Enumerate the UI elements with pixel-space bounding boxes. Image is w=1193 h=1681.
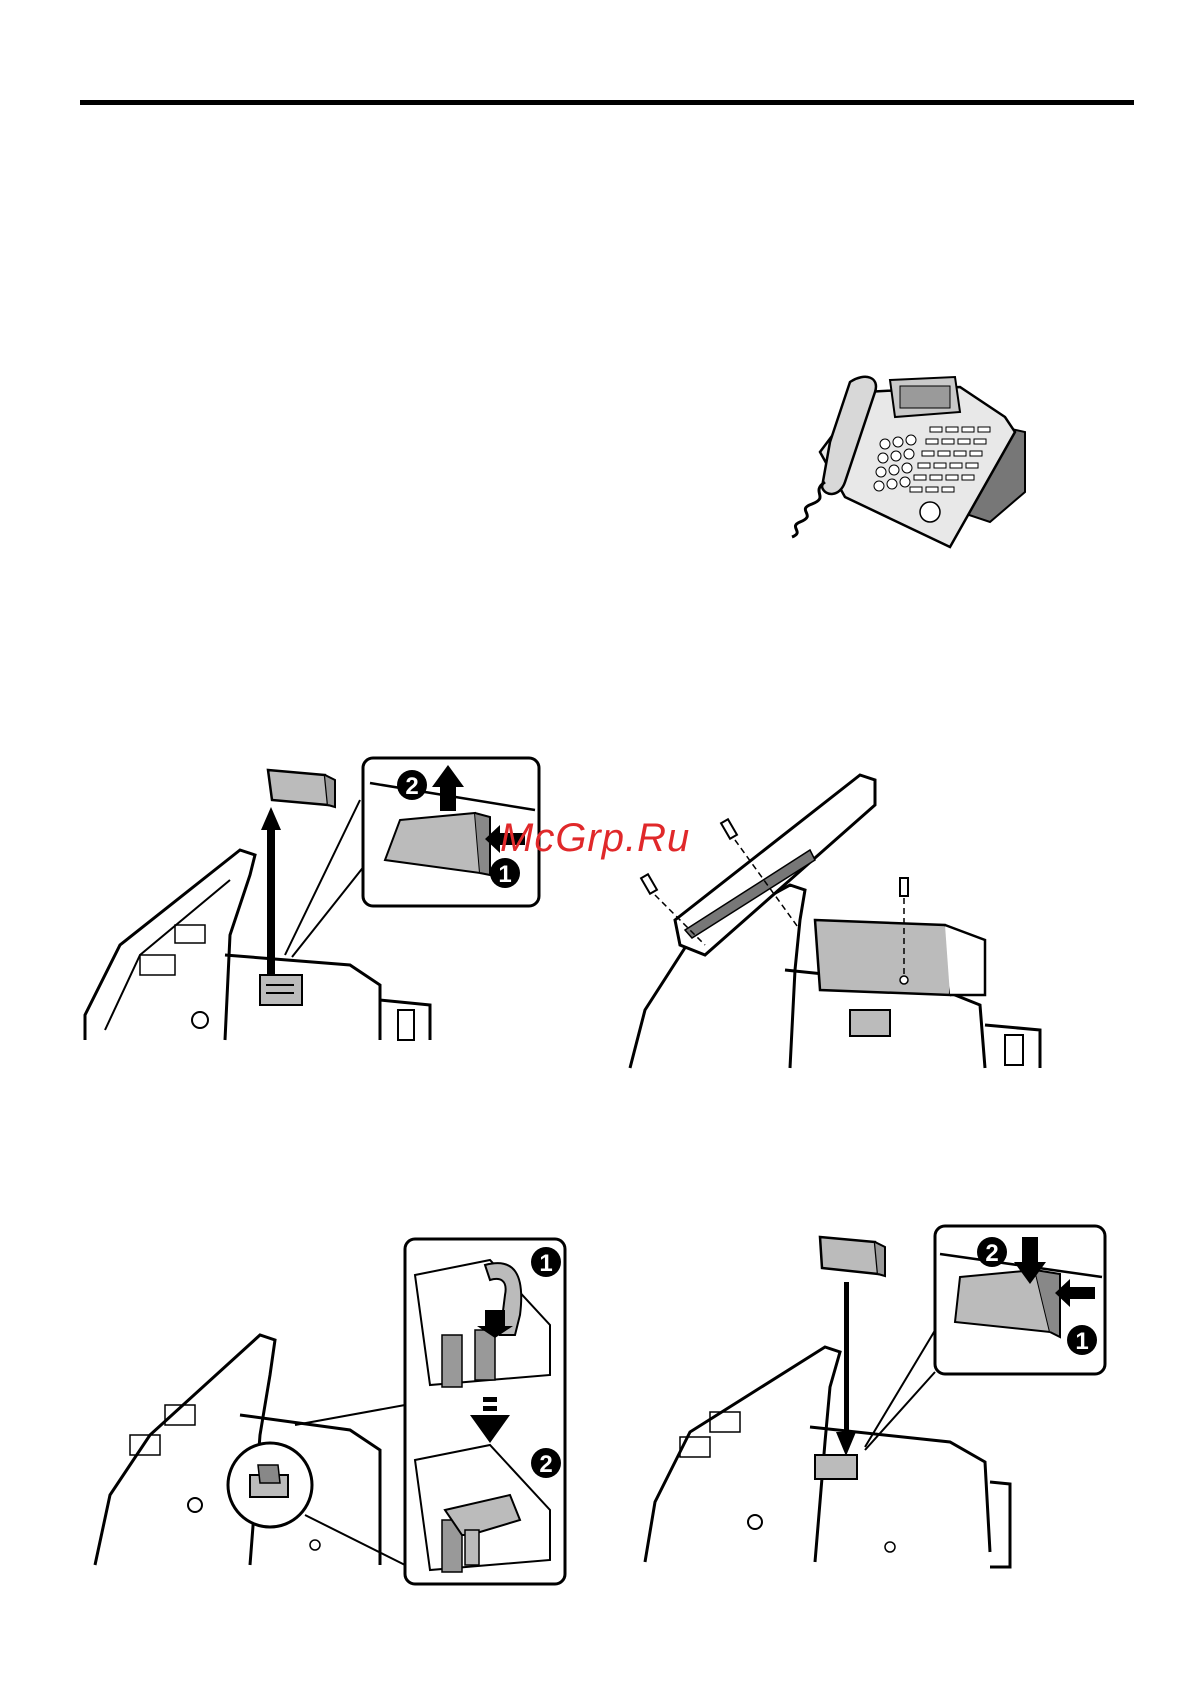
- step-badge-1: 1: [1075, 1328, 1088, 1355]
- figure-replace-cover: 2 1: [640, 1222, 1110, 1570]
- step-badge-2: 2: [985, 1240, 998, 1267]
- watermark: McGrp.Ru: [500, 816, 690, 861]
- figure-attach-screws: [620, 770, 1110, 1070]
- step-badge-2: 2: [405, 773, 418, 800]
- step-badge-1: 1: [498, 861, 511, 888]
- telephone-illustration: [790, 372, 1035, 557]
- header-rule: [80, 100, 1134, 105]
- step-badge-2: 2: [539, 1451, 552, 1478]
- page-bottom-border: [0, 1675, 1193, 1677]
- figure-remove-cover: 2 1: [80, 755, 560, 1045]
- step-badge-1: 1: [539, 1250, 552, 1277]
- figure-connect-cable: 1 2: [90, 1235, 570, 1590]
